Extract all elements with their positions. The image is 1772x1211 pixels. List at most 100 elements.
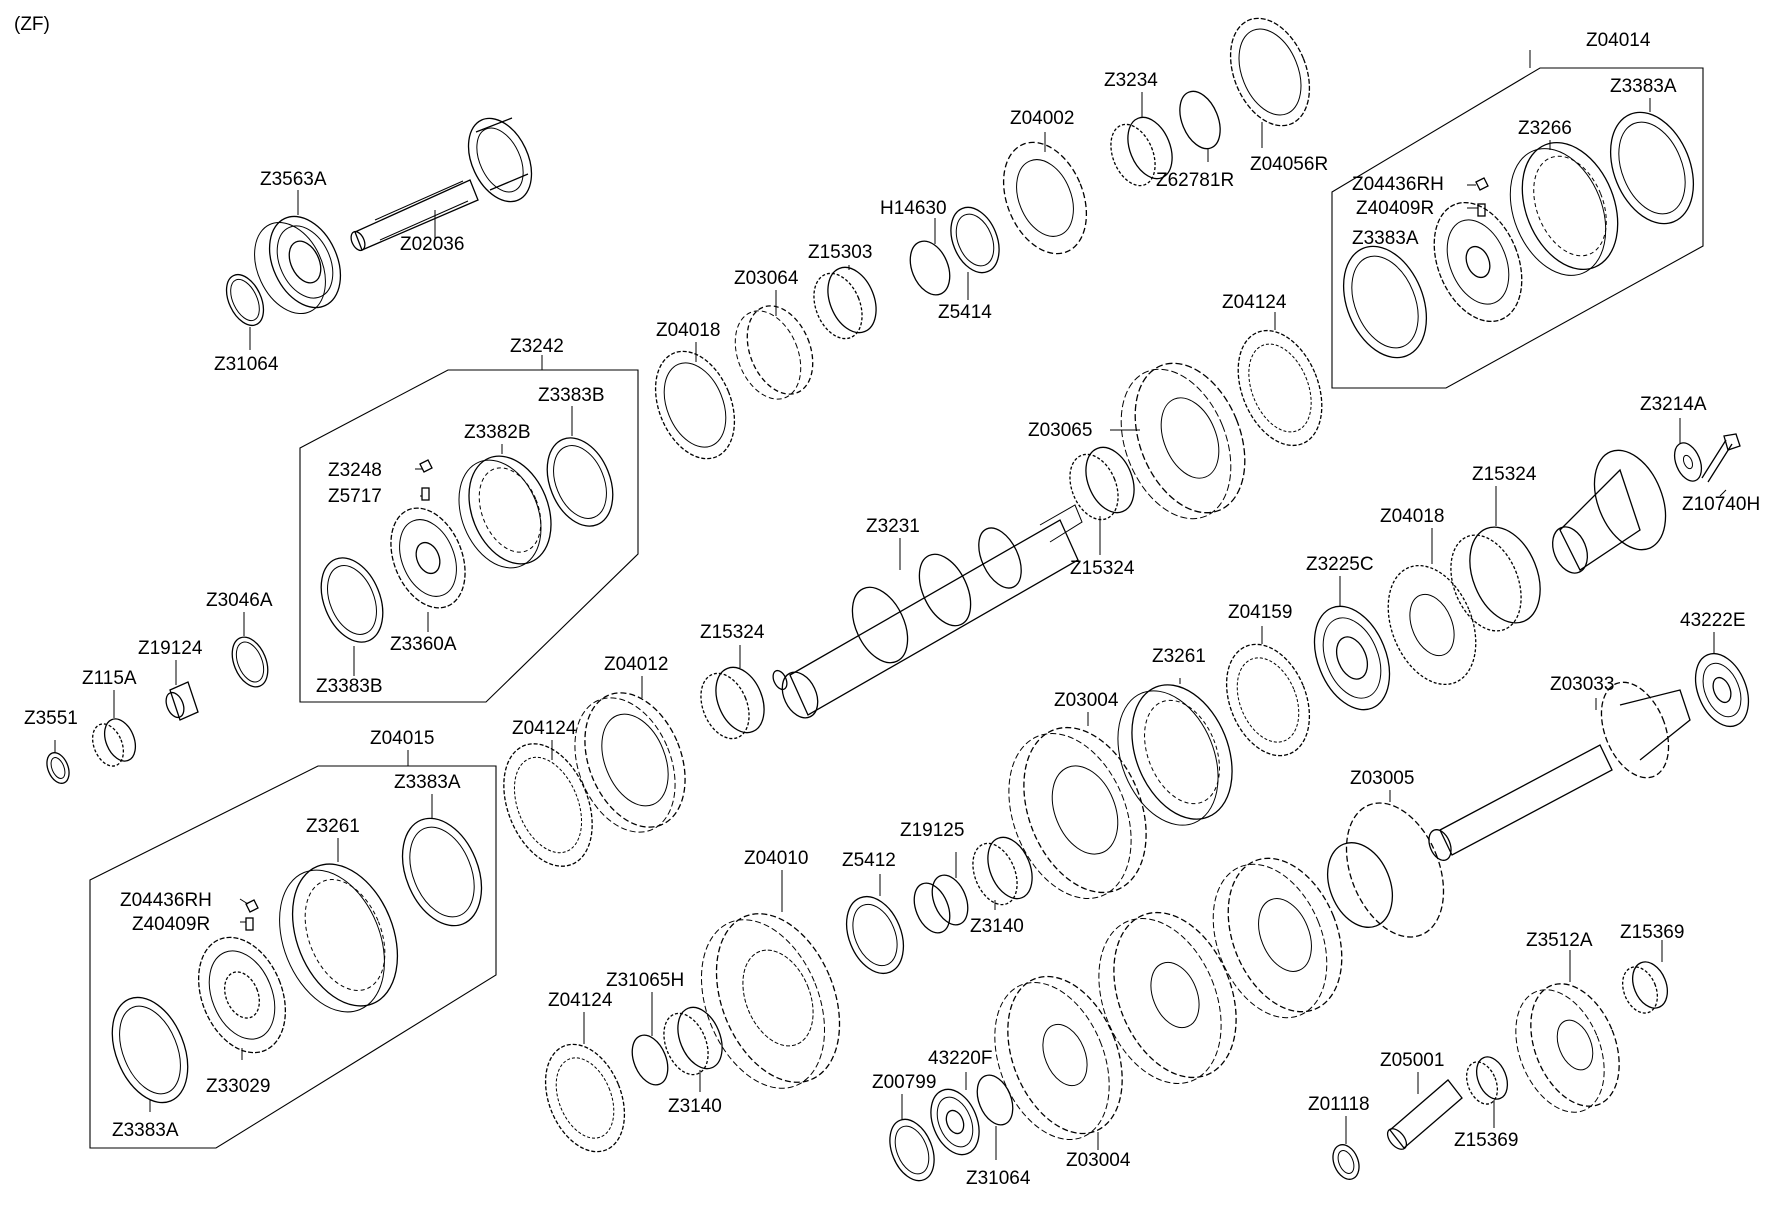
part-gear-counter-3 <box>1098 911 1237 1084</box>
part-needle-bearing-z15303 <box>813 266 877 340</box>
label-z04018-top: Z04018 <box>656 320 720 341</box>
label-z3140-upper: Z3140 <box>970 916 1024 937</box>
part-bearing-43220f <box>930 1088 980 1156</box>
part-gear-z04124-top-right <box>1237 329 1323 447</box>
part-snap-ring-z31065h <box>631 1034 669 1086</box>
part-gear-z03004-upper <box>1008 726 1147 899</box>
label-z40409r-right: Z40409R <box>1356 198 1434 219</box>
label-z05001: Z05001 <box>1380 1050 1444 1071</box>
label-43220f: 43220F <box>928 1048 992 1069</box>
label-z01118: Z01118 <box>1308 1094 1370 1115</box>
label-z03065: Z03065 <box>1028 420 1092 441</box>
group-frame-z04015 <box>89 765 497 1149</box>
part-shaft-z05001 <box>1386 1079 1463 1150</box>
part-bushing-z19125 <box>913 874 969 934</box>
label-z3383a-top-right: Z3383A <box>1610 76 1677 97</box>
label-z15369-left: Z15369 <box>1454 1130 1518 1151</box>
part-input-shaft-z02036 <box>350 117 533 252</box>
part-spring-z5717 <box>421 487 430 501</box>
part-countershaft-z03033 <box>1428 681 1691 861</box>
part-sleeve-z3261-left <box>279 863 399 1013</box>
label-z00799: Z00799 <box>872 1072 936 1093</box>
label-z04056r: Z04056R <box>1250 154 1328 175</box>
part-ring-z01118 <box>1332 1144 1360 1180</box>
label-z03064: Z03064 <box>734 268 799 289</box>
label-z3563a: Z3563A <box>260 169 327 190</box>
part-gear-z03065 <box>1120 362 1246 520</box>
label-z04010: Z04010 <box>744 848 808 869</box>
label-z04002: Z04002 <box>1010 108 1074 129</box>
label-z04012: Z04012 <box>604 654 668 675</box>
part-gear-z03005 <box>1327 802 1445 938</box>
part-spring-z40409r-left <box>245 917 254 931</box>
part-labels: Z3563A Z02036 Z31064 Z3242 Z3383B Z3382B… <box>24 30 1760 1189</box>
part-synchro-ring-z3383b-lower <box>320 557 384 643</box>
label-z62781r: Z62781R <box>1156 170 1234 191</box>
label-z15303: Z15303 <box>808 242 872 263</box>
part-needle-bearing-z3234 <box>1110 116 1173 187</box>
label-z15324-right: Z15324 <box>1472 464 1537 485</box>
label-z04124-bottom: Z04124 <box>548 990 613 1011</box>
part-gear-z04012 <box>574 692 686 833</box>
label-z15369-right: Z15369 <box>1620 922 1684 943</box>
part-synchro-ring-z3383a-lower <box>111 996 189 1104</box>
part-needle-bearing-z115a <box>91 718 137 767</box>
part-gear-z04010 <box>700 913 841 1089</box>
label-z19124: Z19124 <box>138 638 203 659</box>
part-gear-z04124-mid <box>503 743 593 867</box>
part-hub-right-group <box>1433 201 1523 323</box>
part-ring-z3551 <box>46 752 70 784</box>
label-z15324-left: Z15324 <box>700 622 765 643</box>
label-z03033: Z03033 <box>1550 674 1614 695</box>
label-z3360a: Z3360A <box>390 634 457 655</box>
label-z3242: Z3242 <box>510 336 564 357</box>
label-z3266: Z3266 <box>1518 118 1572 139</box>
part-synchro-ring-z3383a-upper <box>401 817 483 927</box>
part-key-z04436rh-left <box>245 899 259 913</box>
label-z5412: Z5412 <box>842 850 896 871</box>
part-mainshaft-z3231 <box>772 504 1083 719</box>
part-needle-bearing-z15324-left <box>700 666 765 740</box>
part-needle-bearing-z15324-right <box>1450 526 1541 632</box>
label-z3231: Z3231 <box>866 516 920 537</box>
label-z04159: Z04159 <box>1228 602 1292 623</box>
label-z3383b-lower: Z3383B <box>316 676 383 697</box>
part-bushing-z19124 <box>165 681 199 721</box>
part-gear-z04056r <box>1229 17 1311 127</box>
part-snap-ring-z31064 <box>225 273 265 327</box>
part-snap-ring-z62781r <box>1179 90 1221 150</box>
label-z3382b: Z3382B <box>464 422 531 443</box>
label-z04124-top-right: Z04124 <box>1222 292 1287 313</box>
part-ring-z3046a <box>231 636 269 688</box>
label-z3140-lower: Z3140 <box>668 1096 722 1117</box>
label-z04014: Z04014 <box>1586 30 1651 51</box>
part-hub-z33029 <box>197 936 287 1054</box>
label-z04436rh-left: Z04436RH <box>120 890 212 911</box>
label-z5717: Z5717 <box>328 486 382 507</box>
part-ring-z5412 <box>845 896 905 974</box>
label-z19125: Z19125 <box>900 820 964 841</box>
label-z31064-top: Z31064 <box>214 354 279 375</box>
part-snap-ring-h14630 <box>909 240 951 296</box>
label-z3225c: Z3225C <box>1306 554 1374 575</box>
part-synchro-ring-z3383a-left-group <box>1342 245 1428 359</box>
part-gear-z03064 <box>734 305 814 400</box>
label-z3261-right: Z3261 <box>1152 646 1206 667</box>
label-z33029: Z33029 <box>206 1076 270 1097</box>
part-snap-ring-z31064-lower <box>976 1074 1014 1126</box>
part-needle-bearing-z15369-left <box>1465 1056 1509 1105</box>
label-z02036: Z02036 <box>400 234 464 255</box>
part-gear-z04002 <box>1002 141 1088 255</box>
part-ring-z00799 <box>889 1118 935 1182</box>
label-z3214a: Z3214A <box>1640 394 1707 415</box>
label-z40409r-left: Z40409R <box>132 914 210 935</box>
part-spring-z40409r-right <box>1477 203 1486 217</box>
part-sleeve-z3266 <box>1509 141 1619 276</box>
part-needle-bearing-z15324-mid <box>1069 446 1135 521</box>
label-z3512a: Z3512A <box>1526 930 1593 951</box>
label-z3261-left: Z3261 <box>306 816 360 837</box>
label-z03004-lower: Z03004 <box>1066 1150 1131 1171</box>
part-ring-z5414 <box>950 206 1000 274</box>
part-washer-z3214a <box>1673 442 1703 482</box>
